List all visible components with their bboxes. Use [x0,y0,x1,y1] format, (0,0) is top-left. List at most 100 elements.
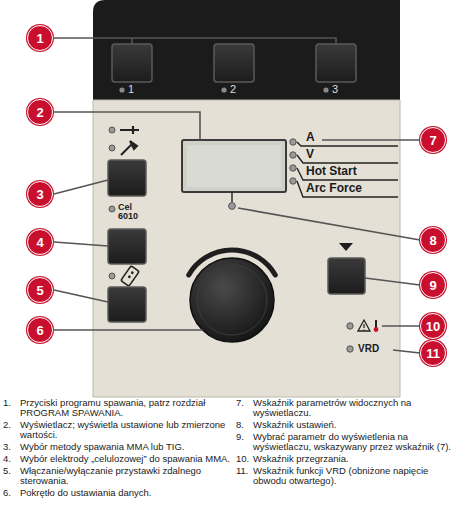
mma-icon [121,141,137,155]
item-number: 9. [236,432,253,453]
callout-text: 11 [426,347,440,360]
program-buttons-part [214,44,254,82]
remote-selector [108,266,146,322]
cellulose-selector-part [109,206,115,212]
callout-text: 3 [36,188,43,201]
remote-icon-part [130,271,134,275]
setting-indicator-part [231,192,232,202]
description-item: 2.Wyświetlacz; wyświetla ustawione lub z… [3,420,231,441]
item-text: Wybrać parametr do wyświetlenia na wyświ… [253,432,463,453]
panel-label: Hot Start [306,165,357,178]
description-item: 3.Wybór metody spawania MMA lub TIG. [3,442,231,452]
panel-label: 1 [128,84,134,96]
callout-text: 8 [429,234,436,247]
callout-number: 8 [420,227,446,253]
item-text: Wskaźnik przegrzania. [253,454,463,464]
program-buttons-part [119,87,124,92]
description-item: 10.Wskaźnik przegrzania. [236,454,463,464]
program-buttons-part [112,44,152,82]
callout-number: 6 [27,317,53,343]
description-item: 9.Wybrać parametr do wyświetlenia na wyś… [236,432,463,453]
mode-selector-part [108,160,146,196]
setting-knob [189,250,276,342]
remote-icon [121,266,140,286]
item-number: 4. [3,454,20,464]
description-column: 7.Wskaźnik parametrów widocznych na wyśw… [236,398,463,488]
status-indicators-part [363,324,364,331]
display-part [187,145,281,187]
item-text: Przyciski programu spawania, patrz rozdz… [20,398,231,419]
leader-lines-part [382,325,420,327]
setting-indicator-part [229,203,236,210]
leader-lines-part [238,208,420,240]
description-item: 1.Przyciski programu spawania, patrz roz… [3,398,231,419]
display-part [182,140,286,192]
panel-label: VRD [358,344,379,355]
callout-number: 11 [420,340,446,366]
item-text: Wyświetlacz; wyświetla ustawione lub zmi… [20,420,231,441]
callout-text: 9 [429,279,436,292]
remote-selector-part [108,287,146,322]
panel-label: 3 [332,84,338,96]
program-buttons-part [316,44,356,82]
warning-icon [358,320,370,331]
item-number: 8. [236,420,253,430]
callout-number: 2 [27,99,53,125]
callout-text: 10 [426,320,440,333]
setting-knob-part [197,265,267,335]
panel-housing [93,0,400,397]
parameter-indicators-part [290,165,296,171]
item-text: Wskaźnik funkcji VRD (obniżone napięcie … [253,466,463,487]
callout-text: 5 [36,284,43,297]
setting-indicator [229,192,236,209]
callout-text: 1 [36,32,43,45]
panel-label: A [306,131,315,144]
select-button [328,243,365,294]
status-indicators-part [374,327,379,332]
callout-text: 6 [36,324,43,337]
description-item: 5.Włączanie/wyłączanie przystawki zdalne… [3,466,231,487]
leader-lines-part [54,180,108,194]
description-item: 11.Wskaźnik funkcji VRD (obniżone napięc… [236,466,463,487]
description-column: 1.Przyciski programu spawania, patrz roz… [3,398,231,500]
panel-label: V [306,148,314,161]
program-buttons-part [323,87,328,92]
mode-selector-part [109,145,115,151]
callout-number: 1 [27,25,53,51]
callout-number: 4 [27,229,53,255]
parameter-indicators-part [290,152,296,158]
leader-lines [54,38,420,353]
description-item: 4.Wybór elektrody „celulozowej” do spawa… [3,454,231,464]
item-number: 5. [3,466,20,487]
select-button-part [339,243,353,251]
item-text: Wskaźnik parametrów widocznych na wyświe… [253,398,463,419]
remote-selector-part [109,273,115,279]
leader-lines-part [54,38,336,44]
leader-lines-part [54,290,108,302]
description-item: 8.Wskaźnik ustawień. [236,420,463,430]
parameter-rules [297,142,398,197]
status-indicators-part [347,323,353,329]
parameter-indicators-part [290,178,296,184]
item-text: Wskaźnik ustawień. [253,420,463,430]
callout-text: 4 [36,236,43,249]
callout-number: 10 [420,313,446,339]
cellulose-selector-part [108,229,146,264]
item-text: Wybór elektrody „celulozowej” do spawani… [20,454,231,464]
panel-label: Cel 6010 [118,203,146,222]
mode-selector [108,126,146,196]
remote-icon-part [127,275,131,279]
leader-lines-part [54,112,200,140]
parameter-rules-part [297,181,398,197]
description-item: 7.Wskaźnik parametrów widocznych na wyśw… [236,398,463,419]
program-buttons-part [221,87,226,92]
panel-label: 2 [230,84,236,96]
callout-text: 7 [429,134,436,147]
callout-number: 3 [27,181,53,207]
item-number: 7. [236,398,253,419]
item-text: Wybór metody spawania MMA lub TIG. [20,442,231,452]
item-number: 11. [236,466,253,487]
leader-lines-part [54,242,108,246]
parameter-indicators-part [290,139,296,145]
